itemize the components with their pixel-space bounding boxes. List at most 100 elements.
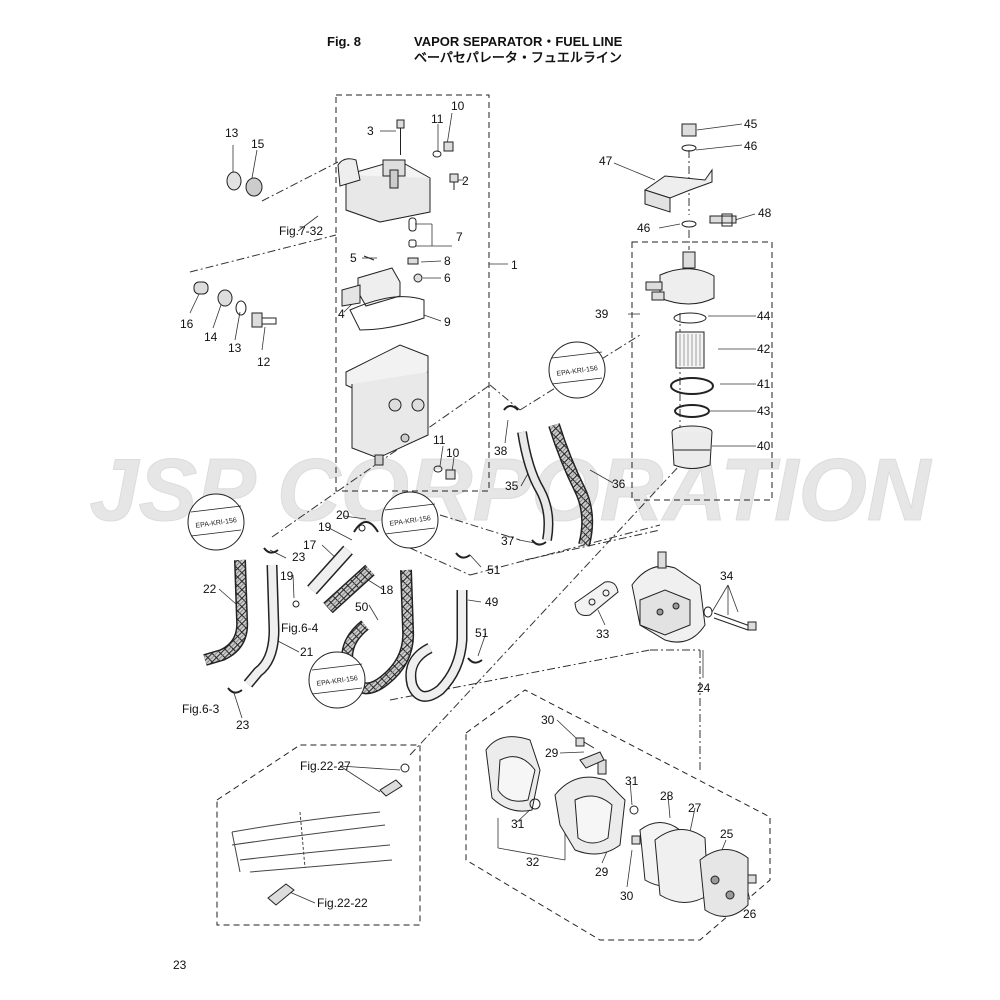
- callout-13-top: 13: [225, 126, 239, 140]
- callout-4: 4: [338, 307, 345, 321]
- hose-fitting-22-27: [379, 763, 410, 797]
- collar-16: [193, 281, 209, 295]
- callout-19-top: 19: [318, 520, 332, 534]
- hose-18: [323, 564, 375, 614]
- filter-head: [645, 251, 715, 305]
- engine-manifold: [231, 811, 393, 873]
- callout-37: 37: [501, 534, 515, 548]
- callout-20: 20: [336, 508, 350, 522]
- collar-15: [245, 177, 263, 197]
- clip-38: [503, 405, 519, 411]
- callout-44: 44: [757, 309, 771, 323]
- callout-18: 18: [380, 583, 394, 597]
- clip-23-bottom: [227, 687, 243, 694]
- nut-31-left: [529, 798, 541, 810]
- screw-10-top: [443, 141, 454, 152]
- callout-15: 15: [251, 137, 265, 151]
- callout-28: 28: [660, 789, 674, 803]
- clip-51-bottom: [467, 657, 483, 664]
- callout-29-bottom: 29: [595, 865, 609, 879]
- washer-11-top: [432, 150, 442, 158]
- part-8: [407, 257, 419, 265]
- diaphragm-27: [654, 829, 709, 903]
- callout-14: 14: [204, 330, 218, 344]
- callout-19-bottom: 19: [280, 569, 294, 583]
- screw-3: [396, 119, 405, 155]
- callout-39: 39: [595, 307, 609, 321]
- nut-31-right: [629, 805, 639, 815]
- callout-31-left: 31: [511, 817, 525, 831]
- callout-46-top: 46: [744, 139, 758, 153]
- ref-fig6-3: Fig.6-3: [182, 702, 220, 716]
- gasket-33: [574, 581, 619, 616]
- fuel-pump-24: [631, 551, 706, 643]
- callout-9: 9: [444, 315, 451, 329]
- clip-19-top: [358, 524, 366, 532]
- screw-6: [413, 273, 423, 283]
- callout-51-top: 51: [487, 563, 501, 577]
- callout-1: 1: [511, 258, 518, 272]
- callout-8: 8: [444, 254, 451, 268]
- o-ring-41: [670, 377, 714, 395]
- hose-35: [517, 431, 554, 541]
- grommet-13-top: [226, 171, 242, 191]
- hose-49: [405, 590, 468, 702]
- hose-36: [548, 423, 594, 547]
- callout-5: 5: [350, 251, 357, 265]
- washer-46-bottom: [681, 220, 697, 228]
- callout-10-bottom: 10: [446, 446, 460, 460]
- callout-30-bottom: 30: [620, 889, 634, 903]
- callout-3: 3: [367, 124, 374, 138]
- filter-element-42: [675, 331, 705, 369]
- figure-title-japanese: ベーパセパレータ・フュエルライン: [414, 50, 622, 65]
- callout-11-top: 11: [431, 112, 444, 126]
- filter-cup-40: [671, 425, 713, 469]
- ref-fig22-22: Fig.22-22: [317, 896, 368, 910]
- callout-42: 42: [757, 342, 771, 356]
- bolt-34: [703, 606, 757, 631]
- page-number: 23: [173, 958, 187, 972]
- washer-11-bottom: [433, 465, 443, 473]
- callout-21: 21: [300, 645, 314, 659]
- hose-17: [307, 545, 353, 595]
- epa-tag-2: EPA-KRI-156: [187, 493, 245, 551]
- gasket-9: [349, 296, 425, 331]
- screw-2: [449, 173, 459, 190]
- hose-50: [341, 569, 415, 695]
- callout-16: 16: [180, 317, 194, 331]
- callout-23-bottom: 23: [236, 718, 250, 732]
- screw-26: [747, 874, 757, 884]
- figure-title-english: VAPOR SEPARATOR・FUEL LINE: [414, 34, 623, 49]
- float-chamber: [345, 344, 429, 466]
- callout-13-bottom: 13: [228, 341, 242, 355]
- bolt-12: [251, 312, 277, 328]
- callout-36: 36: [612, 477, 626, 491]
- vapor-separator-cover: [337, 158, 431, 223]
- ref-fig7-32: Fig.7-32: [279, 224, 323, 238]
- epa-tag-4: EPA-KRI-156: [308, 651, 366, 709]
- callout-48: 48: [758, 206, 772, 220]
- bracket-47: [643, 168, 713, 213]
- callout-leaders: [189, 112, 756, 904]
- clip-51-top: [455, 552, 471, 559]
- fuel-pump-group-frame: [465, 689, 771, 941]
- callout-6: 6: [444, 271, 451, 285]
- nut-45: [681, 123, 697, 137]
- callout-10-top: 10: [451, 99, 465, 113]
- ref-fig6-4: Fig.6-4: [281, 621, 319, 635]
- figure-number: Fig. 8: [327, 34, 361, 49]
- callout-40: 40: [757, 439, 771, 453]
- callout-26: 26: [743, 907, 757, 921]
- callout-29-top: 29: [545, 746, 559, 760]
- washer-13-bottom: [235, 300, 247, 316]
- hose-22: [203, 559, 249, 666]
- clip-19-bottom: [292, 600, 300, 608]
- grommet-14: [217, 289, 233, 307]
- callout-50: 50: [355, 600, 369, 614]
- callout-7: 7: [456, 230, 463, 244]
- callout-51-bottom: 51: [475, 626, 489, 640]
- float-4: [341, 267, 401, 307]
- callout-35: 35: [505, 479, 519, 493]
- callout-32: 32: [526, 855, 540, 869]
